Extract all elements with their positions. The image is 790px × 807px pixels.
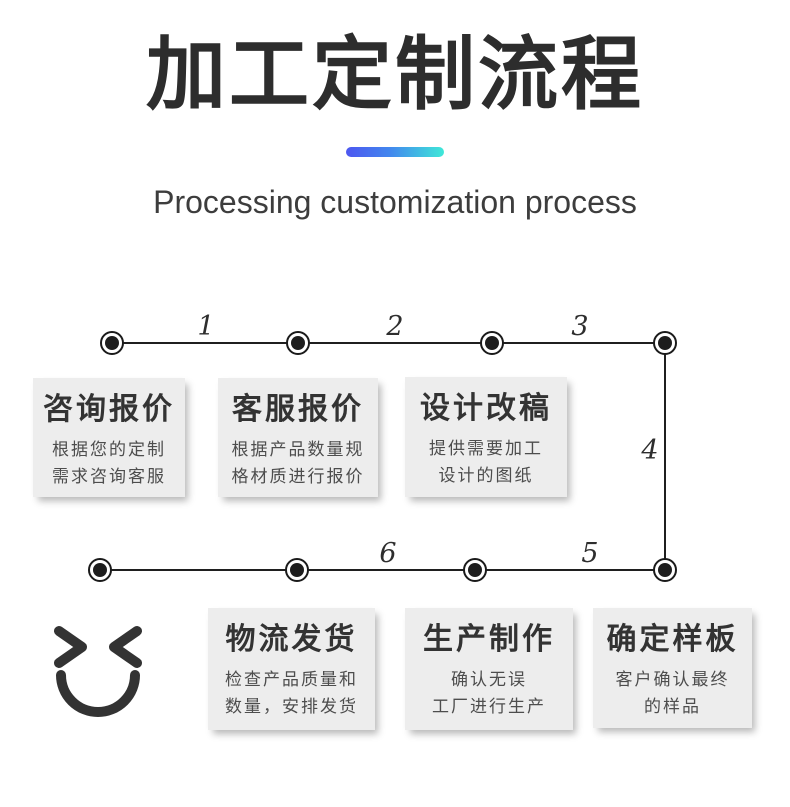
step-4-desc-line-1: 客户确认最终 xyxy=(615,670,730,689)
flow-node-dot-2 xyxy=(286,331,310,355)
connector-number-1: 1 xyxy=(197,311,215,342)
step-card-production: 生产制作 确认无误 工厂进行生产 xyxy=(405,608,573,730)
step-6-desc-line-2: 数量，安排发货 xyxy=(225,697,358,716)
step-2-desc: 根据产品数量规 格材质进行报价 xyxy=(218,436,378,490)
step-card-design-revision: 设计改稿 提供需要加工 设计的图纸 xyxy=(405,377,567,497)
top-connector-line xyxy=(112,342,665,344)
bottom-connector-line xyxy=(100,569,665,571)
step-card-service-quote: 客服报价 根据产品数量规 格材质进行报价 xyxy=(218,378,378,497)
step-2-title: 客服报价 xyxy=(232,393,364,426)
right-vertical-connector-line xyxy=(663,343,666,571)
step-6-title: 物流发货 xyxy=(225,623,358,656)
step-1-desc-line-1: 根据您的定制 xyxy=(52,440,166,459)
step-3-desc-line-1: 提供需要加工 xyxy=(429,439,543,458)
step-card-confirm-sample: 确定样板 客户确认最终 的样品 xyxy=(593,608,752,728)
step-4-desc-line-2: 的样品 xyxy=(644,697,701,716)
gradient-divider xyxy=(346,147,444,157)
step-1-desc: 根据您的定制 需求咨询客服 xyxy=(33,436,185,490)
step-5-title: 生产制作 xyxy=(423,623,555,656)
step-3-title: 设计改稿 xyxy=(420,392,552,425)
connector-number-3: 3 xyxy=(571,311,589,342)
page-title: 加工定制流程 xyxy=(146,30,644,119)
step-3-desc: 提供需要加工 设计的图纸 xyxy=(405,435,567,489)
step-1-desc-line-2: 需求咨询客服 xyxy=(52,467,166,486)
step-card-logistics-shipping: 物流发货 检查产品质量和 数量，安排发货 xyxy=(208,608,375,730)
step-5-desc-line-1: 确认无误 xyxy=(451,670,527,689)
connector-number-2: 2 xyxy=(386,311,404,342)
page-subtitle: Processing customization process xyxy=(153,184,637,220)
flow-node-dot-7 xyxy=(285,558,309,582)
step-2-desc-line-1: 根据产品数量规 xyxy=(231,440,365,459)
winking-smiley-icon xyxy=(50,620,146,725)
step-card-consult-quote: 咨询报价 根据您的定制 需求咨询客服 xyxy=(33,378,185,497)
connector-number-5: 5 xyxy=(581,538,599,569)
step-6-desc-line-1: 检查产品质量和 xyxy=(225,670,358,689)
flow-node-dot-8 xyxy=(88,558,112,582)
step-3-desc-line-2: 设计的图纸 xyxy=(438,466,534,485)
flow-node-dot-4 xyxy=(653,331,677,355)
step-5-desc-line-2: 工厂进行生产 xyxy=(432,697,546,716)
flow-node-dot-1 xyxy=(100,331,124,355)
connector-number-4: 4 xyxy=(641,435,659,466)
step-5-desc: 确认无误 工厂进行生产 xyxy=(405,666,573,720)
step-2-desc-line-2: 格材质进行报价 xyxy=(231,467,365,486)
step-6-desc: 检查产品质量和 数量，安排发货 xyxy=(208,666,375,720)
step-1-title: 咨询报价 xyxy=(43,393,175,426)
flow-node-dot-3 xyxy=(480,331,504,355)
step-4-desc: 客户确认最终 的样品 xyxy=(593,666,752,720)
flow-node-dot-6 xyxy=(463,558,487,582)
flow-node-dot-5 xyxy=(653,558,677,582)
connector-number-6: 6 xyxy=(379,538,397,569)
step-4-title: 确定样板 xyxy=(606,623,739,656)
